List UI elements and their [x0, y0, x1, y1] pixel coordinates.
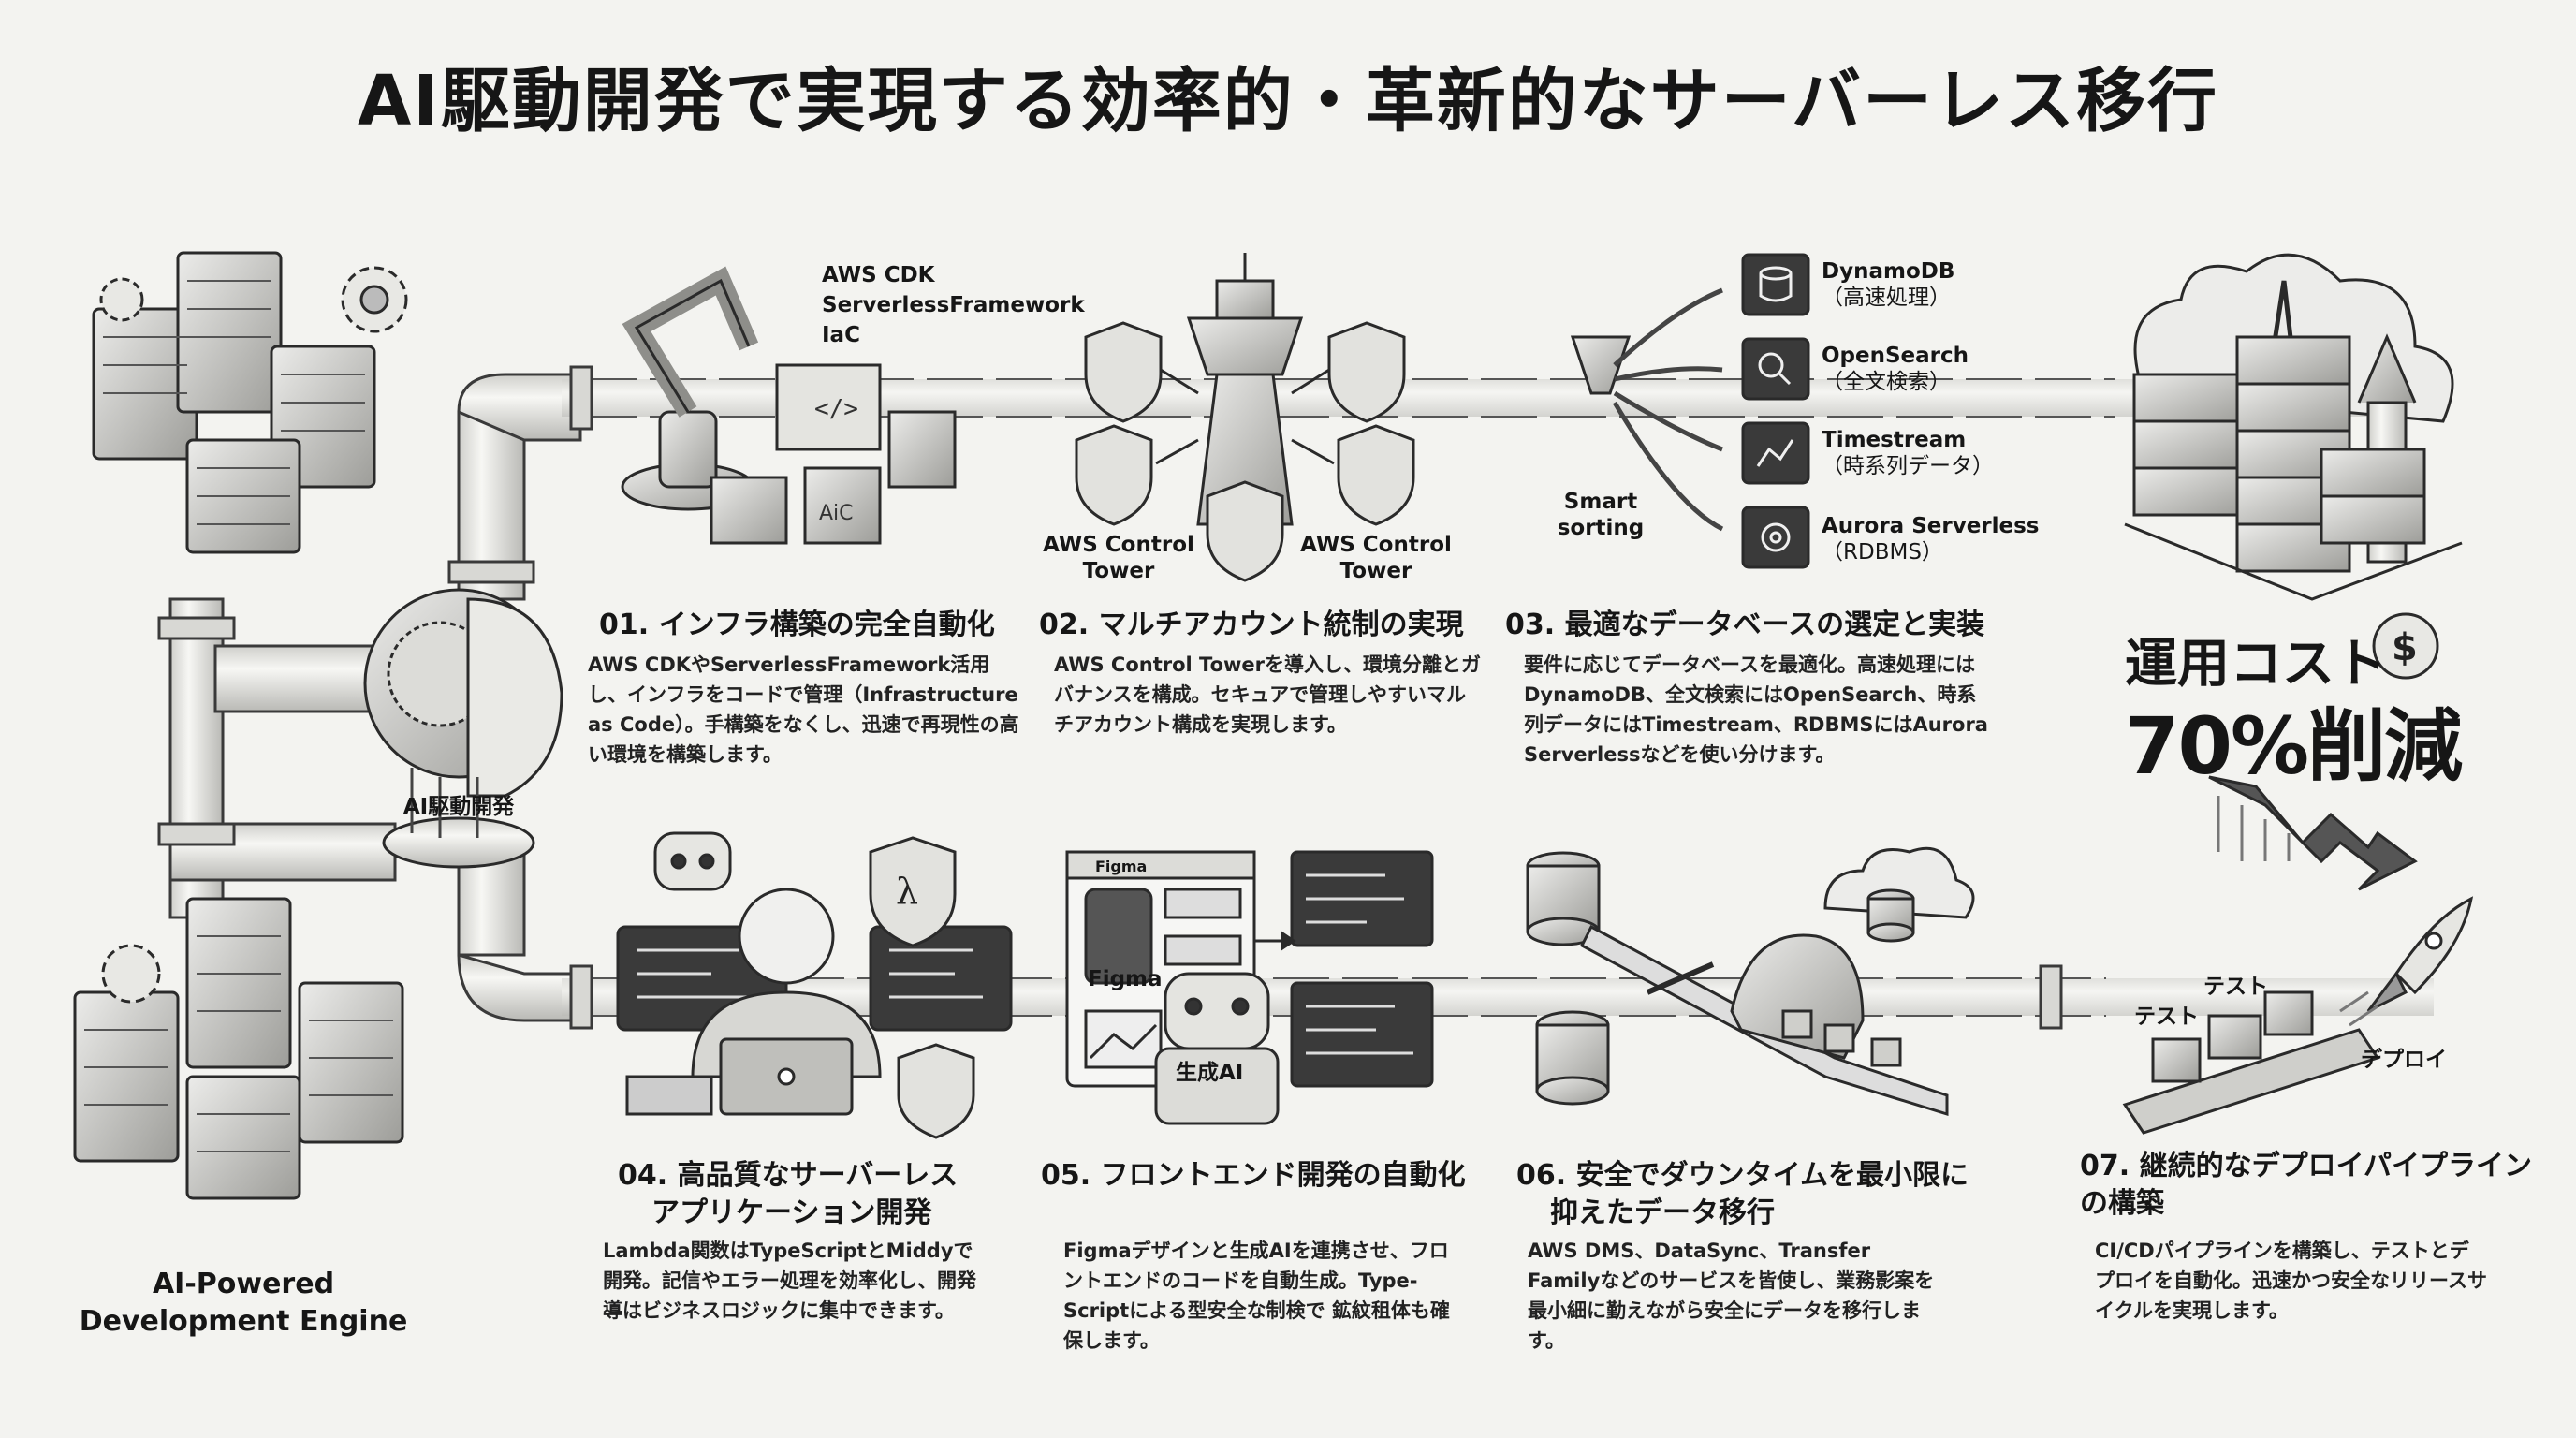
db-aurora-sub: （RDBMS） [1822, 540, 1943, 565]
step02-label-left-line2: Tower [1082, 559, 1155, 583]
step05-description: Figmaデザインと生成AIを連携させ、フロントエンドのコードを自動生成。Typ… [1063, 1240, 1450, 1352]
smart-sorting-line1: Smart [1563, 490, 1638, 514]
engine-name-line2: Development Engine [79, 1305, 408, 1338]
deploy-rocket-illustration [2122, 896, 2474, 1135]
step07-title: 07. 継続的なデプロイパイプライン の構築 [2080, 1148, 2532, 1223]
cost-down-illustration: $ [2208, 612, 2439, 891]
step07-title-line2: の構築 [2080, 1187, 2164, 1220]
step05-title: 05. フロントエンド開発の自動化 [1041, 1159, 1466, 1192]
db-opensearch-name: OpenSearch [1822, 344, 1969, 368]
db-aurora: Aurora Serverless （RDBMS） [1822, 513, 2040, 565]
cost-value: 70%削減 [2125, 700, 2463, 792]
step02-description: AWS Control Towerを導入し、環境分離とガバナンスを構成。セキュア… [1054, 653, 1481, 736]
genai-label: 生成AI [1176, 1061, 1244, 1085]
deploy-label-test-2: テスト [2134, 1005, 2199, 1029]
step03-title: 03. 最適なデータベースの選定と実装 [1505, 609, 1985, 641]
deploy-label-test-1: テスト [2203, 975, 2268, 999]
robot-arm-illustration: </> AiC [621, 266, 957, 545]
db-timestream: Timestream （時系列データ） [1822, 427, 1994, 479]
step02-label-left: AWS Control Tower [1039, 532, 1198, 584]
ai-hub-label: AI駆動開発 [402, 795, 515, 819]
db-aurora-name: Aurora Serverless [1822, 514, 2040, 538]
step01-label-iac: IaC [822, 323, 860, 347]
step07-title-line1: 07. 継続的なデプロイパイプライン [2080, 1150, 2532, 1182]
step01-label-cdk: AWS CDK [822, 263, 935, 287]
ai-robot-head [363, 588, 564, 869]
control-tower-illustration [1075, 253, 1415, 582]
step06-description: AWS DMS、DataSync、Transfer Familyなどのサービスを… [1528, 1240, 1935, 1352]
engine-name: AI-Powered Development Engine [66, 1266, 421, 1341]
database-sorter-illustration [1570, 253, 1810, 569]
svg-text:</>: </> [814, 395, 858, 423]
db-opensearch: OpenSearch （全文検索） [1822, 343, 1969, 395]
step03-description: 要件に応じてデータベースを最適化。高速処理にはDynamoDB、全文検索にはOp… [1524, 653, 1988, 766]
db-dynamodb-name: DynamoDB [1822, 259, 1955, 284]
deploy-label-deploy: デプロイ [2361, 1048, 2447, 1072]
step04-title-line1: 04. 高品質なサーバーレス [618, 1159, 959, 1192]
step01-title: 01. インフラ構築の完全自動化 [599, 609, 995, 641]
smart-sorting-line2: sorting [1557, 516, 1645, 540]
step06-title: 06. 安全でダウンタイムを最小限に 抑えたデータ移行 [1516, 1157, 1969, 1232]
step06-title-line2: 抑えたデータ移行 [1550, 1196, 1775, 1229]
migration-conveyor-illustration [1526, 846, 1975, 1117]
step06-title-line1: 06. 安全でダウンタイムを最小限に [1516, 1159, 1969, 1192]
svg-text:$: $ [2392, 626, 2418, 669]
step02-label-right: AWS Control Tower [1296, 532, 1456, 584]
svg-text:AiC: AiC [819, 502, 854, 525]
step04-title: 04. 高品質なサーバーレス アプリケーション開発 [618, 1157, 958, 1232]
db-dynamodb: DynamoDB （高速処理） [1822, 258, 1954, 311]
step02-label-right-line2: Tower [1339, 559, 1412, 583]
step01-label-serverless: ServerlessFramework [822, 293, 1085, 317]
page-title: AI駆動開発で実現する効率的・革新的なサーバーレス移行 [357, 61, 2219, 141]
step04-title-line2: アプリケーション開発 [651, 1196, 932, 1229]
developer-illustration: λ [616, 831, 1013, 1139]
db-timestream-sub: （時系列データ） [1822, 454, 1994, 478]
step01-description: AWS CDKやServerlessFramework活用し、インフラをコードで… [588, 653, 1019, 766]
figma-codegen-illustration [1065, 850, 1434, 1125]
step07-description: CI/CDパイプラインを構築し、テストとデプロイを自動化。迅速かつ安全なリリース… [2095, 1240, 2487, 1322]
figma-label: Figma [1088, 967, 1163, 991]
step04-description: Lambda関数はTypeScriptとMiddyで開発。記信やエラー処理を効率… [603, 1240, 976, 1322]
cost-label: 運用コスト [2125, 634, 2387, 695]
db-timestream-name: Timestream [1822, 428, 1967, 452]
svg-text:λ: λ [896, 871, 918, 912]
db-opensearch-sub: （全文検索） [1822, 370, 1951, 394]
db-dynamodb-sub: （高速処理） [1822, 286, 1951, 310]
step02-label-left-line1: AWS Control [1043, 533, 1194, 557]
smart-sorting-label: Smart sorting [1554, 489, 1647, 541]
step02-label-right-line1: AWS Control [1300, 533, 1452, 557]
server-stack-top [92, 251, 408, 554]
engine-name-line1: AI-Powered [152, 1268, 335, 1300]
server-stack-bottom [73, 897, 404, 1200]
figma-window-title: Figma [1095, 858, 1148, 875]
cloud-server-illustration [2124, 253, 2463, 601]
step02-title: 02. マルチアカウント統制の実現 [1039, 609, 1464, 641]
